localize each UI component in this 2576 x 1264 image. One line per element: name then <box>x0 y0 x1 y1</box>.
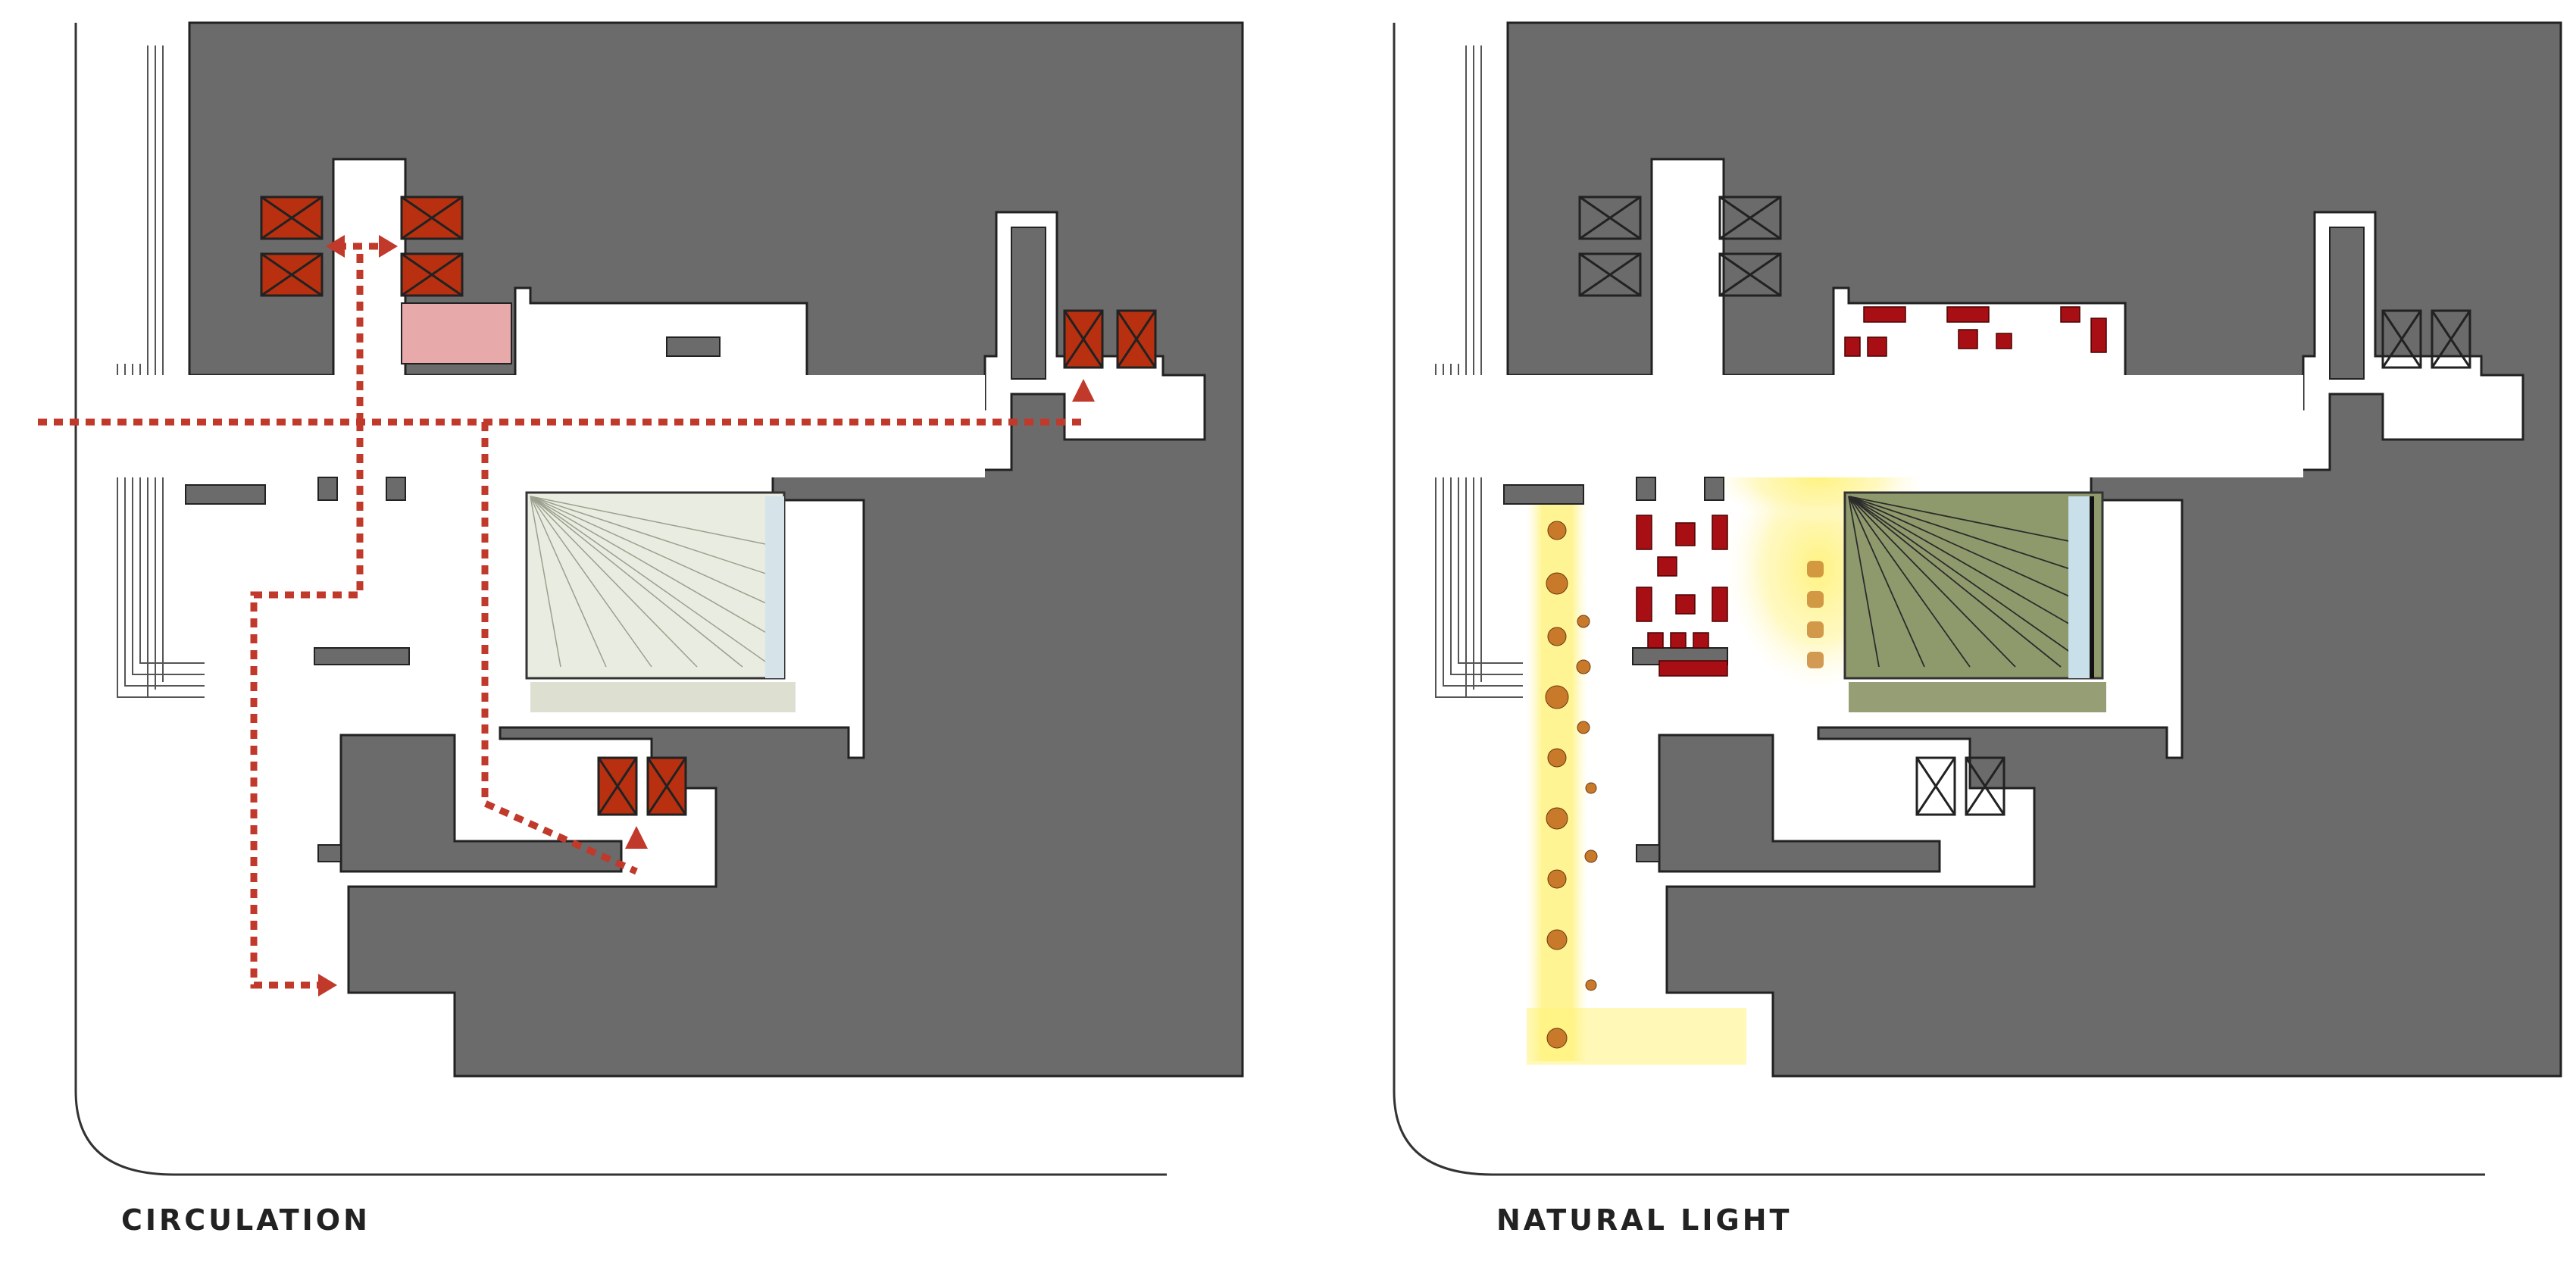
elevator-cores <box>260 196 1157 816</box>
natural-light-panel: NATURAL LIGHT <box>1288 0 2576 1264</box>
elevator-icon <box>2381 309 2422 369</box>
arrow-icon <box>318 235 1095 996</box>
elevator-icon <box>2431 309 2471 369</box>
circulation-plan <box>38 21 1244 1176</box>
solid-mass <box>1506 21 2562 1078</box>
corridors <box>110 375 985 477</box>
columns <box>185 227 1046 862</box>
tree-icon <box>1545 521 1598 1049</box>
elevator-icon <box>260 196 324 240</box>
lobby-area <box>401 302 512 364</box>
seating-furniture <box>1636 306 2107 677</box>
circulation-panel: CIRCULATION <box>38 21 1244 1237</box>
elevator-icon <box>260 252 324 297</box>
elevator-icon <box>1063 309 1104 369</box>
panel-title: NATURAL LIGHT <box>1496 1203 1793 1237</box>
corridors <box>1428 375 2303 477</box>
elevator-icon <box>1718 196 1782 240</box>
light-well <box>525 491 796 712</box>
elevator-icon <box>400 196 464 240</box>
elevator-icon <box>1718 252 1782 297</box>
elevator-icon <box>1965 756 2005 816</box>
elevator-icon <box>1116 309 1157 369</box>
natural-light-plan <box>1393 21 2562 1176</box>
elevator-icon <box>400 252 464 297</box>
elevator-icon <box>1578 252 1642 297</box>
elevator-icon <box>646 756 687 816</box>
elevator-icon <box>1578 196 1642 240</box>
site-outline <box>74 23 1167 1176</box>
panel-title: CIRCULATION <box>121 1203 370 1237</box>
planter-icon <box>1807 561 1824 668</box>
elevator-icon <box>597 756 638 816</box>
elevator-cores <box>1578 196 2471 816</box>
light-well <box>1843 491 2106 712</box>
site-outline <box>1393 23 2485 1176</box>
elevator-icon <box>1915 756 1956 816</box>
